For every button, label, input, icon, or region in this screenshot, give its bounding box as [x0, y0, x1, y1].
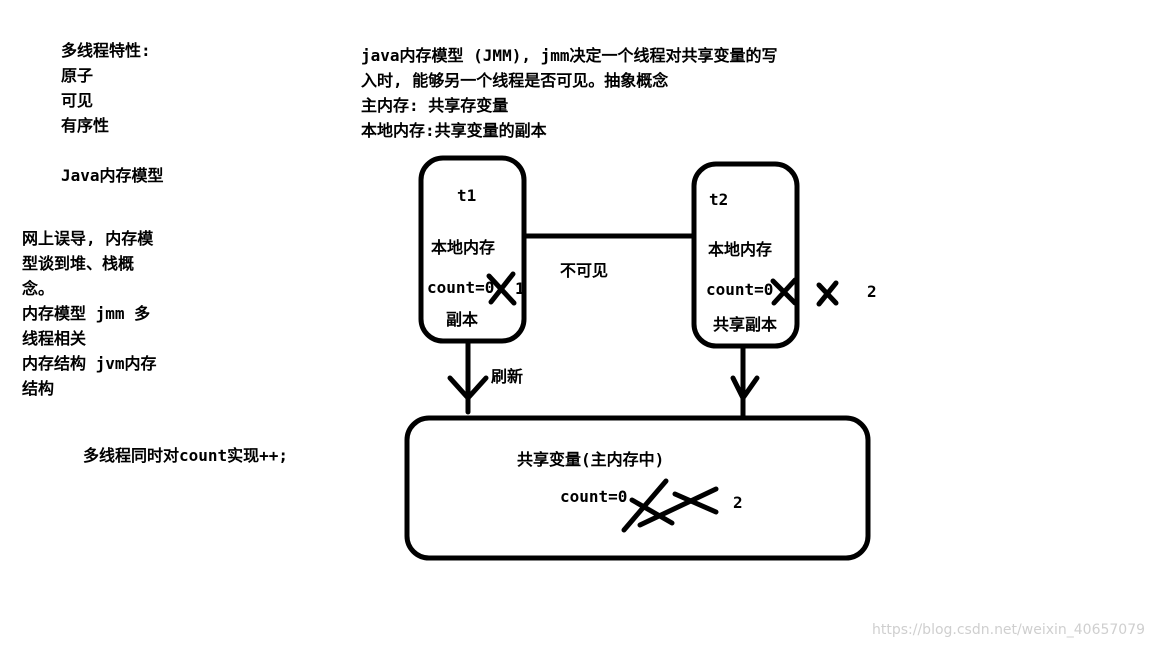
note-line: 内存模型 jmm 多: [22, 304, 151, 323]
main-count-cross-mark-1: [621, 478, 675, 533]
trait-item: 有序性: [61, 116, 110, 135]
trait-item: 可见: [61, 91, 94, 110]
t1-count-value: count=0: [427, 278, 495, 297]
note-line: java内存模型 (JMM), jmm决定一个线程对共享变量的写: [361, 46, 778, 65]
model-title: Java内存模型: [61, 166, 164, 185]
scenario-note: 多线程同时对count实现++;: [83, 446, 289, 465]
note-line: 主内存: 共享存变量: [361, 96, 509, 115]
note-line: 型谈到堆、栈概: [22, 254, 135, 273]
invisible-label: 不可见: [560, 261, 609, 280]
misconception-note: 网上误导, 内存模 型谈到堆、栈概 念。 内存模型 jmm 多 线程相关 内存结…: [22, 226, 157, 401]
t2-count-cross-mark-2: [816, 280, 839, 307]
main-memory-title: 共享变量(主内存中): [517, 450, 665, 469]
t2-count-cross-mark-1: [770, 277, 798, 306]
note-line: 内存结构 jvm内存: [22, 354, 157, 373]
note-line: 线程相关: [22, 329, 87, 348]
thread-traits-note: 多线程特性: 原子 可见 有序性: [61, 38, 151, 138]
t1-label: t1: [457, 186, 477, 205]
traits-title: 多线程特性:: [61, 41, 151, 60]
note-line: 结构: [22, 379, 55, 398]
t1-count-cross-mark: [486, 271, 517, 306]
main-count-cross-mark-2: [637, 486, 719, 528]
watermark: https://blog.csdn.net/weixin_40657079: [872, 622, 1146, 638]
note-line: 念。: [22, 279, 55, 298]
t1-count-new-value: 1: [515, 279, 525, 298]
t2-copy-label: 共享副本: [713, 315, 778, 334]
t2-refresh-arrow: [730, 343, 760, 421]
t2-local-memory-label: 本地内存: [708, 240, 773, 259]
trait-item: 原子: [61, 66, 94, 85]
t2-count-new-value: 2: [867, 282, 877, 301]
t2-count-value: count=0: [706, 280, 774, 299]
t1-refresh-arrow: [447, 338, 489, 415]
thread-t1-box: [418, 155, 527, 344]
main-count-value: count=0: [560, 487, 628, 506]
main-memory-box: [404, 415, 871, 561]
main-count-new-value: 2: [733, 493, 743, 512]
note-line: 入时, 能够另一个线程是否可见。抽象概念: [361, 71, 669, 90]
note-line: 本地内存:共享变量的副本: [361, 121, 547, 140]
jmm-definition-note: java内存模型 (JMM), jmm决定一个线程对共享变量的写 入时, 能够另…: [361, 43, 778, 143]
refresh-label: 刷新: [491, 367, 524, 386]
t1-copy-label: 副本: [446, 310, 479, 329]
t1-local-memory-label: 本地内存: [431, 238, 496, 257]
t2-label: t2: [709, 190, 729, 209]
note-line: 网上误导, 内存模: [22, 229, 154, 248]
